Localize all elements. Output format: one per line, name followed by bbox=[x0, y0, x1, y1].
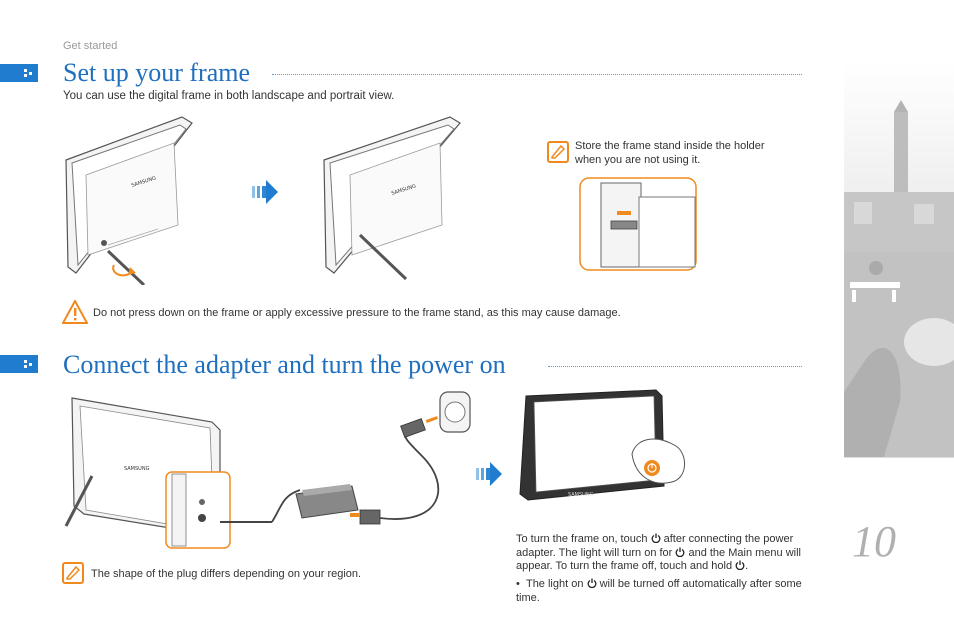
note-line: Store the frame stand inside the holder bbox=[575, 140, 765, 152]
power-icon bbox=[651, 533, 660, 543]
section-title-setup: Set up your frame bbox=[63, 58, 251, 87]
plug-shape-note: The shape of the plug differs depending … bbox=[91, 568, 362, 580]
page-number: 10 bbox=[852, 517, 896, 566]
power-text-part: . bbox=[745, 560, 749, 572]
section-title-connect: Connect the adapter and turn the power o… bbox=[63, 350, 506, 379]
warning-icon bbox=[62, 300, 88, 324]
power-text-part: and the Main menu will appear. To turn t… bbox=[516, 546, 801, 573]
section-marker-icon bbox=[0, 64, 38, 82]
stand-holder-illustration bbox=[579, 177, 697, 271]
note-icon bbox=[62, 562, 84, 584]
warning-text: Do not press down on the frame or apply … bbox=[93, 307, 621, 319]
power-icon bbox=[676, 547, 685, 557]
bullet-item: • The light on will be turned off automa… bbox=[516, 578, 816, 605]
intro-text: You can use the digital frame in both la… bbox=[63, 90, 395, 102]
frame-power-on-illustration: SAMSUNG bbox=[519, 389, 685, 501]
side-divider bbox=[844, 457, 954, 458]
next-arrow-icon bbox=[476, 462, 502, 486]
note-line: when you are not using it. bbox=[575, 154, 701, 166]
breadcrumb: Get started bbox=[63, 40, 118, 52]
next-arrow-icon bbox=[252, 180, 278, 204]
brand-label: SAMSUNG bbox=[124, 466, 150, 472]
adapter-connection-illustration: SAMSUNG bbox=[64, 391, 471, 549]
section-marker-icon bbox=[0, 355, 38, 373]
bullet-text-part: will be turned off automatically after s… bbox=[516, 578, 802, 604]
brand-label: SAMSUNG bbox=[568, 492, 594, 498]
bullet-dot: • bbox=[516, 578, 526, 590]
bullet-text-part: The light on bbox=[525, 578, 584, 590]
title-divider bbox=[272, 74, 802, 75]
power-text-part: To turn the frame on, touch bbox=[516, 533, 648, 545]
power-icon bbox=[587, 578, 596, 588]
power-instructions: To turn the frame on, touch after connec… bbox=[516, 533, 826, 574]
stand-storage-note: Store the frame stand inside the holder … bbox=[575, 139, 765, 167]
power-icon bbox=[735, 560, 745, 570]
note-icon bbox=[547, 141, 569, 163]
title-divider bbox=[548, 366, 802, 367]
frame-stand-extended-illustration: SAMSUNG bbox=[323, 116, 461, 281]
power-text-part: after connecting the power adapter. The … bbox=[516, 533, 794, 559]
decorative-cityscape-image bbox=[844, 62, 954, 457]
frame-stand-rotate-illustration: SAMSUNG bbox=[65, 116, 193, 285]
